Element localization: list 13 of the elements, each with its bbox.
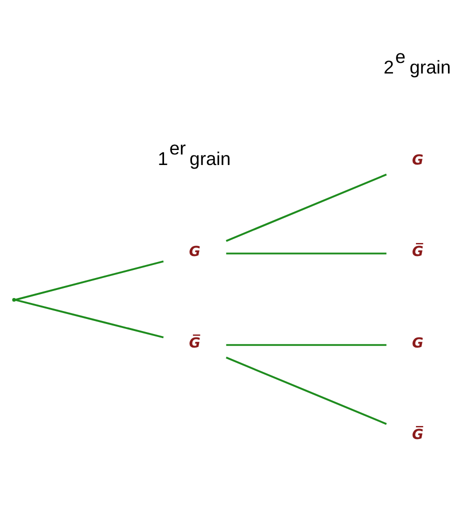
node-text: G̅ [412, 426, 424, 442]
node-text: G [189, 243, 200, 260]
connector [226, 356, 387, 424]
connector [15, 298, 164, 338]
node-point [12, 298, 16, 302]
node-text: G [412, 152, 424, 168]
node-text: G̅ [412, 243, 424, 260]
connector [226, 344, 386, 346]
connector [226, 173, 387, 242]
node-text: G̅ [189, 334, 200, 351]
node-text: G [412, 334, 424, 351]
connector [15, 260, 164, 300]
connector [226, 252, 386, 254]
